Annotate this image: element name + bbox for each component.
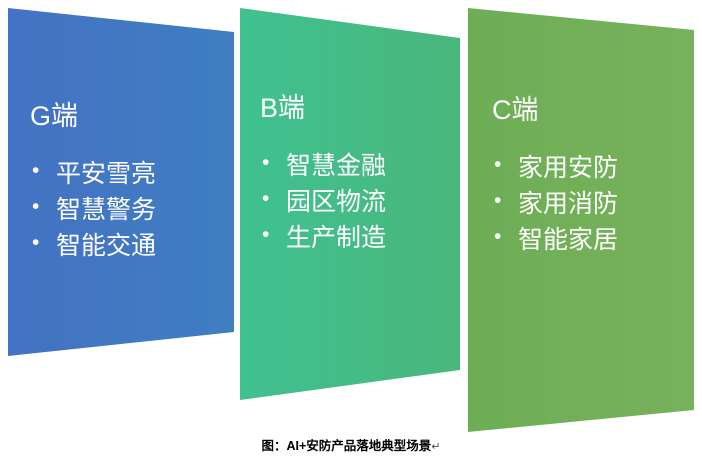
list-item: 智能交通 — [30, 227, 234, 264]
list-item: 家用安防 — [492, 149, 694, 186]
panel-g-title: G端 — [30, 101, 79, 131]
panel-g-end[interactable]: G端 平安雪亮 智慧警务 智能交通 — [8, 8, 234, 356]
list-item: 智能家居 — [492, 221, 694, 258]
list-item: 智慧警务 — [30, 191, 234, 228]
panel-b-end[interactable]: B端 智慧金融 园区物流 生产制造 — [240, 8, 460, 400]
figure-caption-text: 图：AI+安防产品落地典型场景 — [261, 439, 432, 453]
panel-c-list: 家用安防 家用消防 智能家居 — [492, 149, 694, 259]
panel-g-list: 平安雪亮 智慧警务 智能交通 — [30, 155, 234, 265]
panel-c-content: C端 家用安防 家用消防 智能家居 — [468, 8, 694, 258]
panel-c-title: C端 — [492, 95, 539, 125]
panel-b-title: B端 — [260, 93, 306, 123]
list-item: 智慧金融 — [260, 147, 460, 184]
panel-c-end[interactable]: C端 家用安防 家用消防 智能家居 — [468, 8, 694, 432]
list-item: 平安雪亮 — [30, 155, 234, 192]
list-item: 家用消防 — [492, 185, 694, 222]
paragraph-mark-icon: ↵ — [431, 441, 441, 453]
list-item: 生产制造 — [260, 219, 460, 256]
panel-b-content: B端 智慧金融 园区物流 生产制造 — [240, 8, 460, 256]
figure-caption: 图：AI+安防产品落地典型场景↵ — [0, 435, 702, 454]
panel-b-list: 智慧金融 园区物流 生产制造 — [260, 147, 460, 257]
list-item: 园区物流 — [260, 183, 460, 220]
panel-g-content: G端 平安雪亮 智慧警务 智能交通 — [8, 8, 234, 264]
